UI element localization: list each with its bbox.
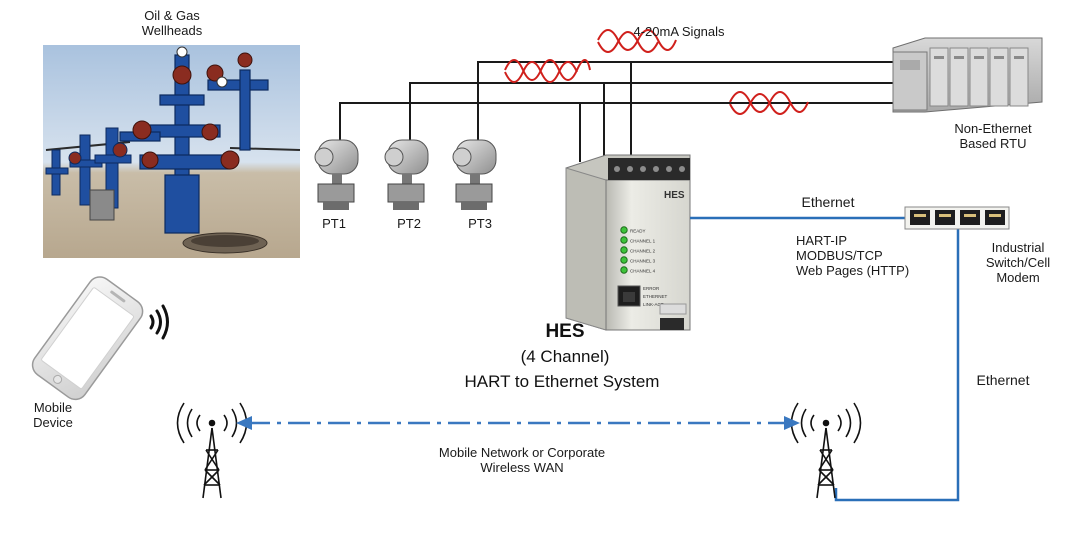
protocol-line2: MODBUS/TCP (796, 248, 883, 263)
mobile-label-line2: Device (33, 415, 73, 430)
wellheads-label-line2: Wellheads (142, 23, 203, 38)
rtu-label-line1: Non-Ethernet (954, 121, 1032, 136)
led-indicator (620, 236, 628, 244)
hes-port-labels: ERROR ETHERNET LINK-ACT (643, 286, 668, 307)
wellheads-label-line1: Oil & Gas (144, 8, 200, 23)
mobile-label-line1: Mobile (34, 400, 72, 415)
port-label: LINK-ACT (643, 302, 664, 307)
port-label: ETHERNET (643, 294, 668, 299)
pt2-label: PT2 (397, 216, 421, 231)
led-label: CHANNEL 4 (630, 269, 656, 274)
hes-title: HES (545, 321, 584, 342)
signal-waves (504, 29, 809, 113)
switch-label-line1: Industrial (992, 240, 1045, 255)
hes-device-brand: HES (664, 190, 685, 201)
pressure-transmitter-pt2 (384, 139, 429, 210)
led-indicator (620, 266, 628, 274)
rtu-device (892, 37, 1043, 113)
left-radio-tower-icon (176, 402, 248, 499)
ethernet-top-label: Ethernet (802, 194, 855, 210)
hes-device: HES READY CHANNEL 1 CHANNEL 2 CHANNEL 3 CHAN… (565, 154, 691, 331)
signal-wave-lower (504, 31, 791, 115)
switch-label-line2: Switch/Cell (986, 255, 1050, 270)
pressure-transmitter-pt3 (452, 139, 497, 210)
rtu-label-line2: Based RTU (960, 136, 1027, 151)
led-indicator (620, 256, 628, 264)
wellhead-photo (43, 45, 301, 258)
led-indicator (620, 246, 628, 254)
led-indicator (620, 226, 628, 234)
pt1-label: PT1 (322, 216, 346, 231)
hes-status-leds: READY CHANNEL 1 CHANNEL 2 CHANNEL 3 CHANNEL … (620, 226, 656, 274)
ethernet-right-label: Ethernet (977, 372, 1030, 388)
port-label: ERROR (643, 286, 660, 291)
switch-label-line3: Modem (996, 270, 1039, 285)
hes-channels: (4 Channel) (521, 347, 610, 366)
ethernet-links (690, 216, 960, 502)
hes-description: HART to Ethernet System (465, 372, 660, 391)
signal-wires (339, 61, 893, 162)
network-label-line2: Wireless WAN (480, 460, 563, 475)
signals-label: 4-20mA Signals (633, 24, 725, 39)
led-label: CHANNEL 2 (630, 249, 656, 254)
industrial-switch (904, 206, 1010, 230)
network-label-line1: Mobile Network or Corporate (439, 445, 605, 460)
wifi-signal-icon (149, 304, 169, 340)
mobile-device (31, 276, 144, 401)
right-radio-tower-icon (790, 402, 862, 499)
protocol-line3: Web Pages (HTTP) (796, 263, 909, 278)
led-label: CHANNEL 3 (630, 259, 656, 264)
protocol-line1: HART-IP (796, 233, 847, 248)
led-label: READY (630, 229, 646, 234)
led-label: CHANNEL 1 (630, 239, 656, 244)
wireless-wan-link (236, 416, 800, 430)
pressure-transmitter-pt1 (314, 139, 359, 210)
pt3-label: PT3 (468, 216, 492, 231)
